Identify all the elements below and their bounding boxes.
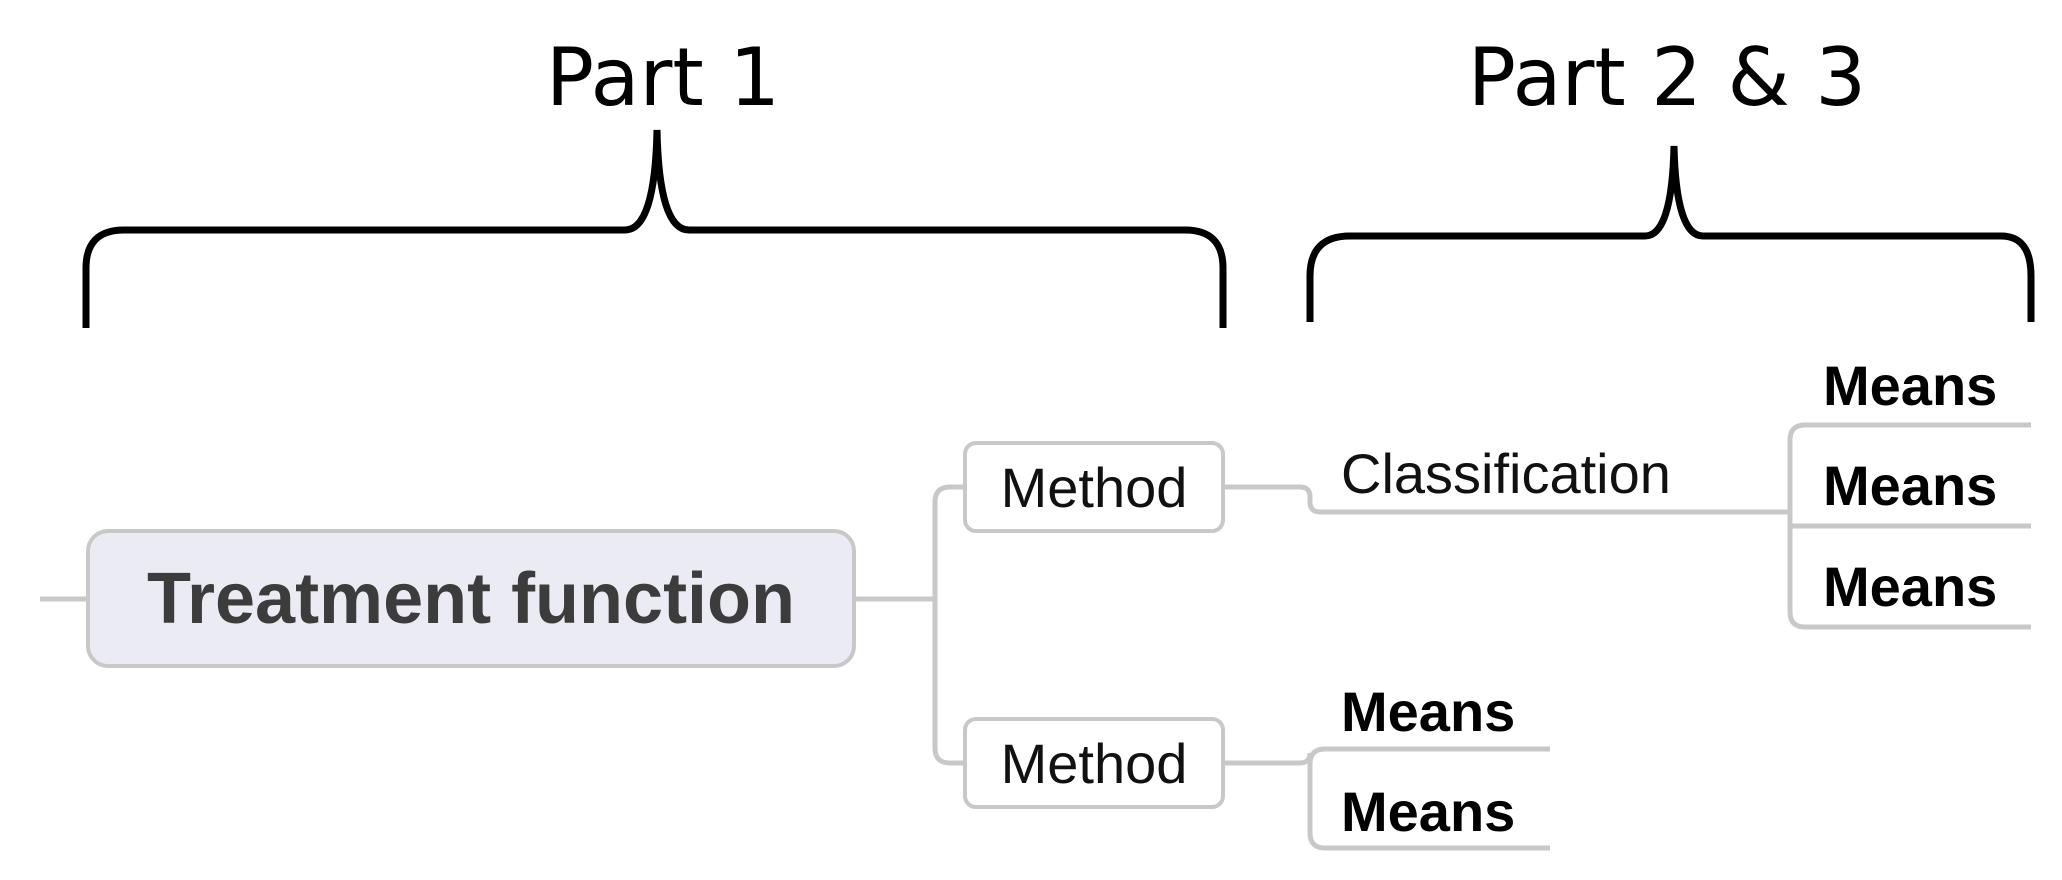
part2-brace <box>1306 145 2035 322</box>
means-node[interactable]: Means <box>1341 680 1516 743</box>
means-node[interactable]: Means <box>1341 780 1516 843</box>
means-node[interactable]: Means <box>1823 555 1998 618</box>
method-trunk-line <box>932 484 963 766</box>
part1-brace <box>82 129 1227 328</box>
method-node-1[interactable]: Method <box>963 441 1225 533</box>
method1-to-classification-line <box>1225 484 1790 515</box>
means-node[interactable]: Means <box>1823 354 1998 417</box>
treatment-function-node[interactable]: Treatment function <box>86 529 856 668</box>
method2-means-bracket <box>1225 746 1550 851</box>
part2-label: Part 2 & 3 <box>1467 31 1867 124</box>
means-node[interactable]: Means <box>1823 454 1998 517</box>
classification-node[interactable]: Classification <box>1341 442 1671 505</box>
part1-label: Part 1 <box>545 31 781 124</box>
classification-means-bracket <box>1787 422 2031 630</box>
method-node-2[interactable]: Method <box>963 717 1225 809</box>
